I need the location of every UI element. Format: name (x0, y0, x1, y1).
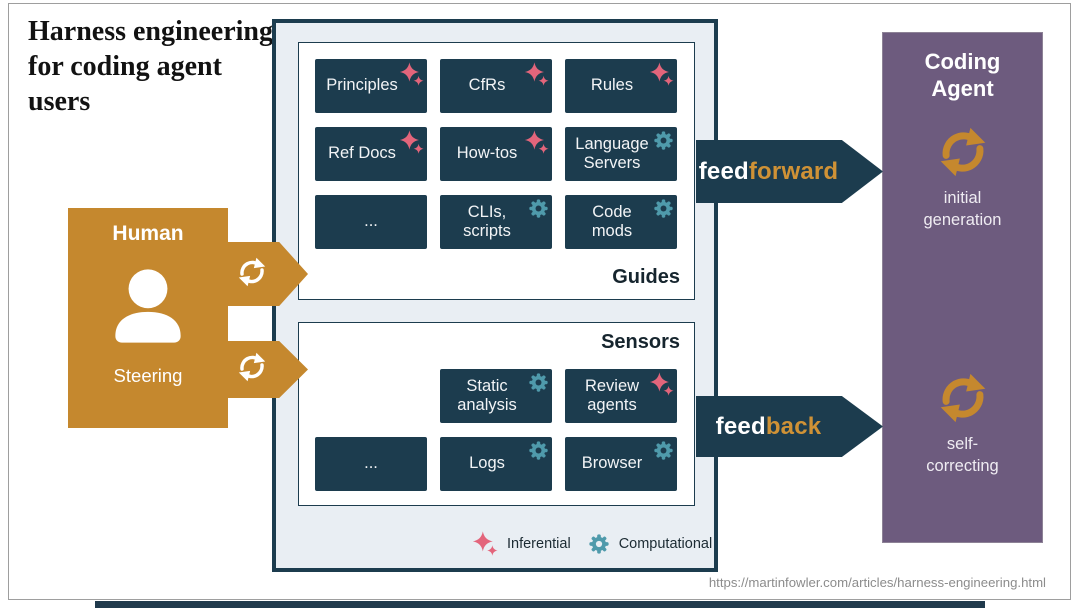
tile: Static analysis (440, 369, 552, 423)
bottom-bar (95, 601, 985, 608)
human-label: Human (112, 222, 184, 245)
tile: CfRs (440, 59, 552, 113)
source-url: https://martinfowler.com/articles/harnes… (708, 575, 1046, 590)
tile-label: CfRs (468, 76, 506, 95)
harness-container: Principles CfRs Rules Ref Docs How-tos L… (272, 19, 718, 572)
cycle-icon (936, 371, 990, 430)
tile: Language Servers (565, 127, 677, 181)
cycle-icon (936, 125, 990, 184)
tile-label: Language Servers (575, 134, 649, 172)
agent-state-selfcorrecting: self- correcting (883, 371, 1042, 478)
sensors-tiles: Static analysis Review agents ... Logs Br… (315, 369, 677, 491)
computational-icon (588, 533, 610, 555)
tile-label: Rules (590, 76, 634, 95)
tile-label: Code mods (591, 202, 633, 240)
tile-label: How-tos (456, 144, 518, 163)
guides-panel: Principles CfRs Rules Ref Docs How-tos L… (298, 42, 695, 300)
tile: Code mods (565, 195, 677, 249)
tile-label: Ref Docs (328, 144, 396, 163)
computational-icon (528, 198, 549, 219)
legend: Inferential Computational (472, 531, 712, 557)
sensors-panel: Sensors Static analysis Review agents ..… (298, 322, 695, 506)
inferential-icon (649, 62, 674, 87)
sync-icon (236, 256, 268, 293)
tile-label: Review agents (584, 376, 640, 414)
person-icon (104, 262, 192, 355)
coding-agent-title: Coding Agent (924, 49, 1001, 101)
computational-icon (653, 130, 674, 151)
tile-label: CLIs, scripts (463, 202, 511, 240)
human-box: Human Steering (68, 208, 228, 428)
tile: Ref Docs (315, 127, 427, 181)
computational-icon (528, 440, 549, 461)
inferential-icon (399, 62, 424, 87)
feedforward-emphasis: forward (748, 157, 839, 185)
feedback-emphasis: back (765, 412, 822, 440)
inferential-icon (399, 130, 424, 155)
inferential-icon (472, 531, 498, 557)
agent-state-label: initial generation (923, 189, 1002, 229)
tile-label: Browser (581, 454, 643, 473)
inferential-icon (649, 372, 674, 397)
inferential-icon (524, 62, 549, 87)
tile: ... (315, 195, 427, 249)
tile-label: ... (364, 454, 378, 473)
tile-label: Logs (469, 454, 505, 473)
tile: Review agents (565, 369, 677, 423)
human-sublabel: Steering (113, 365, 183, 386)
computational-icon (653, 440, 674, 461)
tile: Rules (565, 59, 677, 113)
computational-icon (653, 198, 674, 219)
legend-computational-label: Computational (618, 536, 713, 552)
tile: ... (315, 437, 427, 491)
guides-tiles: Principles CfRs Rules Ref Docs How-tos L… (315, 59, 677, 249)
tile-label: Static analysis (457, 376, 517, 414)
tile: Principles (315, 59, 427, 113)
page-title: Harness engineering for coding agent use… (28, 16, 273, 117)
sensors-label: Sensors (601, 331, 680, 353)
tile: How-tos (440, 127, 552, 181)
guides-label: Guides (612, 266, 680, 288)
feedback-prefix: feed (715, 412, 766, 440)
feedforward-prefix: feed (698, 157, 749, 185)
tile: Logs (440, 437, 552, 491)
agent-state-initial: initial generation (883, 125, 1042, 232)
tile: Browser (565, 437, 677, 491)
legend-inferential-label: Inferential (507, 536, 571, 552)
inferential-icon (524, 130, 549, 155)
tile-label: ... (364, 212, 378, 231)
coding-agent-box: Coding Agent initial generation self- co… (882, 32, 1043, 543)
tile-label: Principles (326, 76, 398, 95)
page-frame (8, 3, 1071, 600)
sync-icon (236, 351, 268, 388)
tile: CLIs, scripts (440, 195, 552, 249)
agent-state-label: self- correcting (926, 435, 999, 475)
computational-icon (528, 372, 549, 393)
